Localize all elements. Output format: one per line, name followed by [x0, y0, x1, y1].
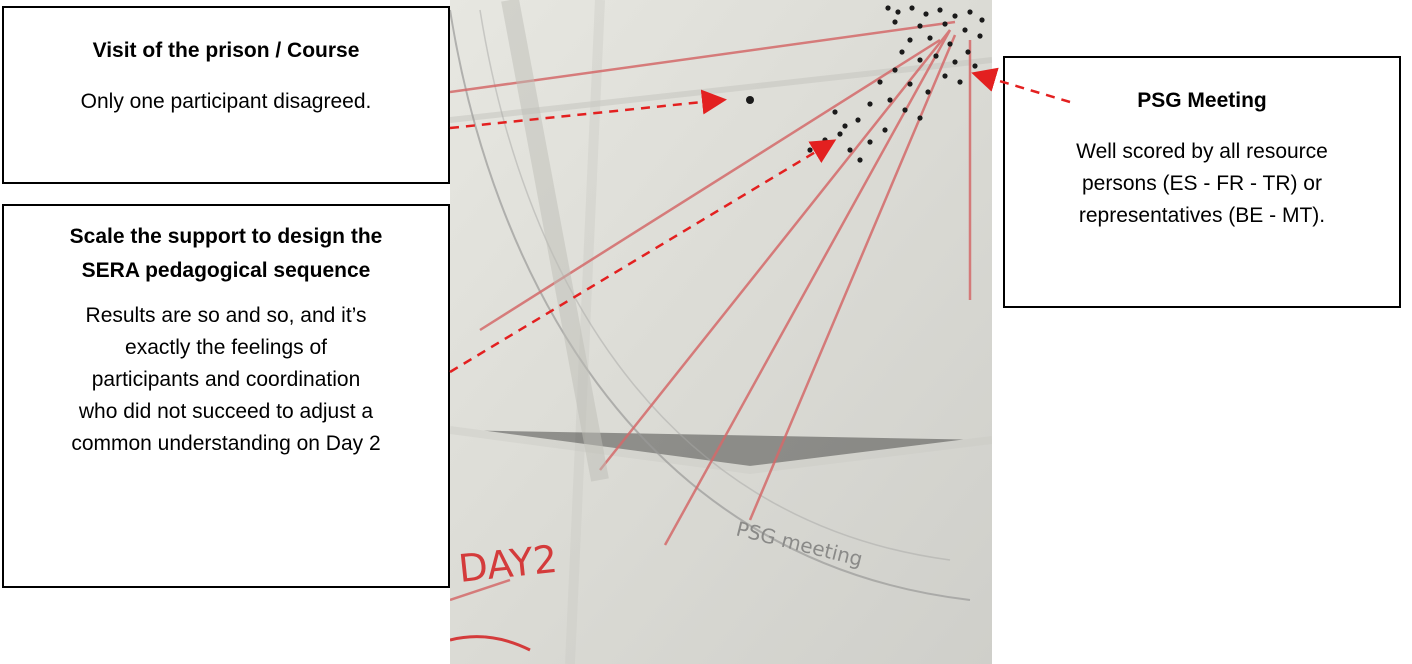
vote-dot	[895, 9, 901, 15]
vote-dot	[885, 5, 891, 11]
vote-dot	[857, 157, 863, 163]
callout-text: Only one participant disagreed.	[80, 90, 372, 113]
vote-dot	[917, 57, 923, 63]
callout-text-line: persons (ES - FR - TR) or	[1082, 172, 1322, 195]
vote-dot	[962, 27, 968, 33]
vote-dot	[807, 147, 813, 153]
vote-dot	[942, 21, 948, 27]
vote-dots	[746, 5, 985, 163]
callout-title: Visit of the prison / Course	[92, 39, 360, 62]
vote-dot	[907, 81, 913, 87]
vote-dot	[832, 109, 838, 115]
vote-dot	[892, 67, 898, 73]
vote-dot	[877, 79, 883, 85]
vote-dot	[867, 139, 873, 145]
callout-visit-prison: Visit of the prison / Course Only one pa…	[2, 6, 450, 184]
vote-dot	[917, 23, 923, 29]
callout-text-line: participants and coordination	[91, 368, 361, 391]
vote-dot	[907, 37, 913, 43]
vote-dot	[937, 7, 943, 13]
callout-text-line: Well scored by all resource	[1076, 140, 1328, 163]
vote-dot	[899, 49, 905, 55]
callout-psg-meeting: PSG Meeting Well scored by all resource …	[1003, 56, 1401, 308]
callout-title-line: SERA pedagogical sequence	[81, 259, 371, 282]
vote-dot	[855, 117, 861, 123]
vote-dot	[909, 5, 915, 11]
vote-dot	[837, 131, 843, 137]
vote-dot	[952, 13, 958, 19]
vote-dot	[947, 41, 953, 47]
vote-dot	[972, 63, 978, 69]
callout-text-line: common understanding on Day 2	[71, 432, 381, 455]
vote-dot	[977, 33, 983, 39]
callout-scale-support: Scale the support to design the SERA ped…	[2, 204, 450, 588]
vote-dot	[887, 97, 893, 103]
callout-text-line: exactly the feelings of	[125, 336, 327, 359]
vote-dot	[892, 19, 898, 25]
vote-dot	[847, 147, 853, 153]
callout-title: PSG Meeting	[1137, 89, 1267, 112]
vote-dot	[967, 9, 973, 15]
vote-dot	[979, 17, 985, 23]
vote-dot	[965, 49, 971, 55]
vote-dot	[822, 137, 828, 143]
vote-dot	[923, 11, 929, 17]
handwriting-day: DAY2	[456, 537, 559, 591]
callout-text-line: Results are so and so, and it’s	[85, 304, 367, 327]
callout-title-line: Scale the support to design the	[69, 225, 383, 248]
vote-dot	[933, 53, 939, 59]
vote-dot	[925, 89, 931, 95]
vote-dot	[957, 79, 963, 85]
callout-text-line: who did not succeed to adjust a	[78, 400, 374, 423]
vote-dot	[882, 127, 888, 133]
vote-dot	[952, 59, 958, 65]
vote-dot	[902, 107, 908, 113]
flipchart-photo: DAY2 PSG meeting	[450, 0, 992, 664]
callout-text-line: representatives (BE - MT).	[1078, 204, 1326, 227]
vote-dot	[927, 35, 933, 41]
vote-dot	[867, 101, 873, 107]
vote-dot	[917, 115, 923, 121]
vote-dot	[842, 123, 848, 129]
vote-dot	[746, 96, 754, 104]
vote-dot	[942, 73, 948, 79]
